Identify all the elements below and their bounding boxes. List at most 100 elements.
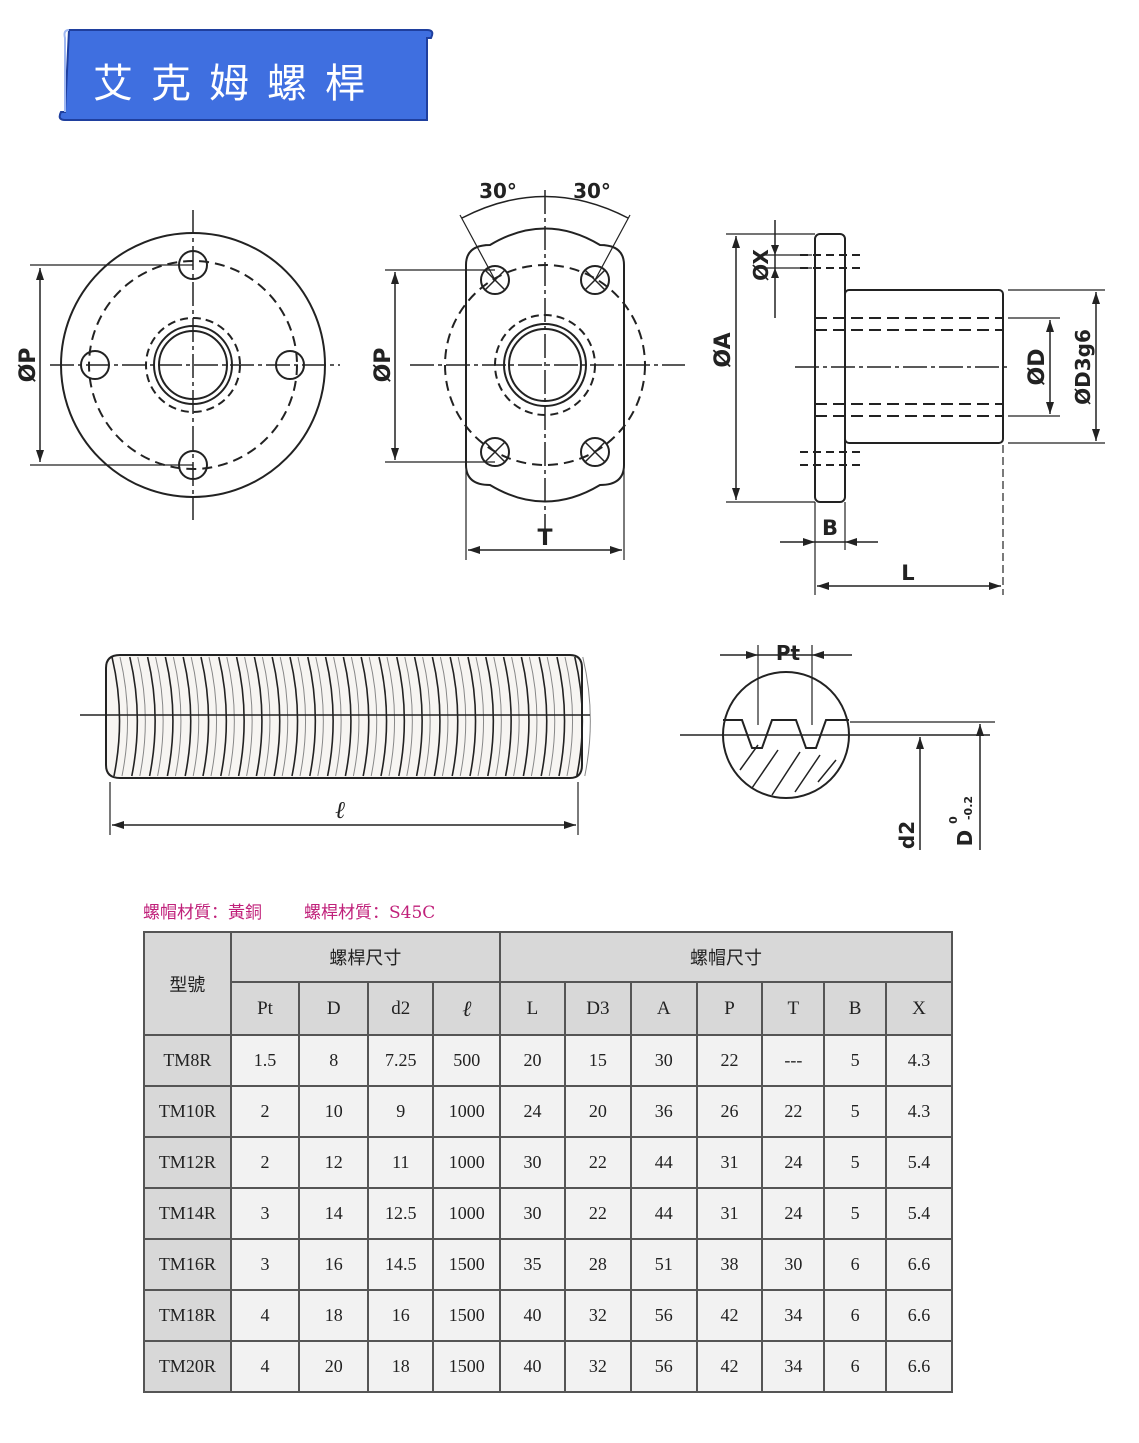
column-header: B bbox=[823, 981, 887, 1036]
table-cell: 14.5 bbox=[367, 1238, 435, 1291]
table-cell: 38 bbox=[695, 1238, 764, 1291]
thread-dim-d: D bbox=[953, 830, 977, 847]
thread-dim-d2: d2 bbox=[895, 821, 919, 849]
table-cell: 56 bbox=[629, 1289, 698, 1342]
table-cell: 4 bbox=[229, 1340, 301, 1393]
table-cell: 20 bbox=[298, 1340, 370, 1393]
side-dim-d: ØD bbox=[1025, 349, 1050, 386]
column-header: L bbox=[499, 981, 566, 1036]
table-cell: 44 bbox=[629, 1136, 698, 1189]
table-cell: 20 bbox=[499, 1034, 566, 1087]
side-dim-l: L bbox=[901, 561, 914, 585]
table-cell: 5.4 bbox=[884, 1187, 954, 1240]
nut-material: 螺帽材質：黃銅 bbox=[143, 903, 262, 923]
table-cell: 18 bbox=[298, 1289, 370, 1342]
table-cell: 5 bbox=[823, 1136, 887, 1189]
table-cell: 7.25 bbox=[367, 1034, 435, 1087]
table-cell: 4.3 bbox=[884, 1034, 954, 1087]
table-cell: 34 bbox=[761, 1340, 826, 1393]
model-cell: TM18R bbox=[143, 1289, 232, 1342]
table-cell: 42 bbox=[695, 1340, 764, 1393]
table-cell: 32 bbox=[563, 1340, 632, 1393]
column-header: D3 bbox=[563, 981, 632, 1036]
model-cell: TM16R bbox=[143, 1238, 232, 1291]
table-cell: 30 bbox=[761, 1238, 826, 1291]
model-cell: TM10R bbox=[143, 1085, 232, 1138]
model-cell: TM8R bbox=[143, 1034, 232, 1087]
table-cell: 12.5 bbox=[367, 1187, 435, 1240]
table-cell: 26 bbox=[695, 1085, 764, 1138]
table-cell: 3 bbox=[229, 1238, 301, 1291]
table-cell: 1500 bbox=[432, 1238, 502, 1291]
table-cell: 1000 bbox=[432, 1085, 502, 1138]
table-cell: 40 bbox=[499, 1340, 566, 1393]
table-cell: 22 bbox=[695, 1034, 764, 1087]
column-header: ℓ bbox=[432, 981, 502, 1036]
table-cell: 6 bbox=[823, 1238, 887, 1291]
table-cell: 36 bbox=[629, 1085, 698, 1138]
table-cell: 5 bbox=[823, 1034, 887, 1087]
header-screw-dimensions: 螺桿尺寸 bbox=[229, 931, 502, 983]
side-view-nut: ØA ØX ØD ØD3g6 B L bbox=[711, 220, 1105, 595]
table-cell: 32 bbox=[563, 1289, 632, 1342]
table-cell: 6.6 bbox=[884, 1340, 954, 1393]
table-cell: 1500 bbox=[432, 1289, 502, 1342]
header-nut-dimensions: 螺帽尺寸 bbox=[499, 931, 953, 983]
column-header: A bbox=[629, 981, 698, 1036]
model-cell: TM12R bbox=[143, 1136, 232, 1189]
table-cell: 5 bbox=[823, 1187, 887, 1240]
front-dim-p: ØP bbox=[16, 348, 41, 383]
model-cell: TM20R bbox=[143, 1340, 232, 1393]
table-cell: 500 bbox=[432, 1034, 502, 1087]
technical-drawing: ØP 30° 30° ØP T bbox=[16, 179, 1105, 850]
table-cell: 6.6 bbox=[884, 1238, 954, 1291]
header-model: 型號 bbox=[143, 931, 232, 1036]
screw-material: 螺桿材質：S45C bbox=[304, 903, 436, 923]
table-cell: 9 bbox=[367, 1085, 435, 1138]
table-cell: --- bbox=[761, 1034, 826, 1087]
table-cell: 22 bbox=[761, 1085, 826, 1138]
table-cell: 1000 bbox=[432, 1136, 502, 1189]
table-cell: 14 bbox=[298, 1187, 370, 1240]
table-cell: 6 bbox=[823, 1289, 887, 1342]
title-banner: 艾克姆螺桿 bbox=[55, 28, 435, 124]
table-cell: 20 bbox=[563, 1085, 632, 1138]
table-cell: 24 bbox=[761, 1136, 826, 1189]
column-header: P bbox=[695, 981, 764, 1036]
table-cell: 5.4 bbox=[884, 1136, 954, 1189]
table-cell: 30 bbox=[499, 1187, 566, 1240]
table-cell: 1.5 bbox=[229, 1034, 301, 1087]
table-cell: 12 bbox=[298, 1136, 370, 1189]
table-cell: 31 bbox=[695, 1187, 764, 1240]
table-cell: 2 bbox=[229, 1085, 301, 1138]
table-cell: 44 bbox=[629, 1187, 698, 1240]
table-cell: 28 bbox=[563, 1238, 632, 1291]
oval-dim-t: T bbox=[537, 526, 552, 551]
table-cell: 16 bbox=[298, 1238, 370, 1291]
front-view-oval-flange: 30° 30° ØP T bbox=[371, 179, 685, 560]
table-cell: 5 bbox=[823, 1085, 887, 1138]
side-dim-a: ØA bbox=[711, 332, 736, 367]
table-cell: 34 bbox=[761, 1289, 826, 1342]
table-cell: 3 bbox=[229, 1187, 301, 1240]
table-cell: 18 bbox=[367, 1340, 435, 1393]
table-cell: 16 bbox=[367, 1289, 435, 1342]
side-dim-x: ØX bbox=[749, 249, 773, 281]
table-cell: 4.3 bbox=[884, 1085, 954, 1138]
side-dim-b: B bbox=[822, 516, 838, 540]
thread-detail-view: Pt d2 D 0 -0.2 bbox=[680, 641, 995, 850]
table-cell: 4 bbox=[229, 1289, 301, 1342]
oval-dim-p: ØP bbox=[371, 348, 396, 383]
thread-dim-pt: Pt bbox=[776, 641, 801, 665]
table-cell: 1000 bbox=[432, 1187, 502, 1240]
table-cell: 35 bbox=[499, 1238, 566, 1291]
table-cell: 15 bbox=[563, 1034, 632, 1087]
